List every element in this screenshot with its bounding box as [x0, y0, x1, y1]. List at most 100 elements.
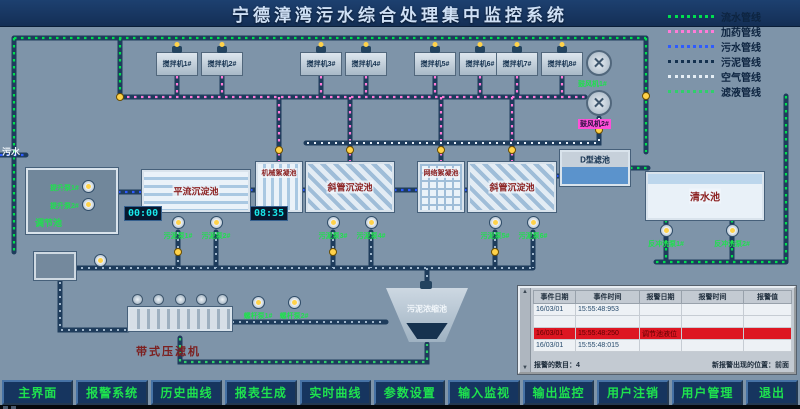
- alarm-table: 事件日期 事件时间 报警日期 报警时间 报警值 16/03/01 15:55:4…: [533, 290, 792, 352]
- mixer-unit-2[interactable]: 搅拌机2#: [201, 46, 243, 76]
- pump-label: 污泥泵1#: [163, 233, 193, 240]
- alarm-cell: 15:55:48:250: [575, 327, 640, 340]
- pump-icon: [93, 254, 107, 267]
- pump-screw-2[interactable]: 螺杆泵2#: [276, 296, 312, 321]
- legend-item: 空气管线: [668, 69, 761, 84]
- alarm-footer: 报警的数目：4 新报警出现的位置：前面: [534, 360, 789, 370]
- mixer-motor-icon: [217, 46, 227, 53]
- mixer-unit-6[interactable]: 搅拌机6#: [459, 46, 501, 76]
- legend-line-swatch: [668, 15, 714, 18]
- tank-grid-flocculation[interactable]: 网络絮凝池: [417, 161, 465, 213]
- alarm-col-header[interactable]: 报警时间: [681, 290, 744, 304]
- btn-output-monitor[interactable]: 输出监控: [522, 380, 595, 405]
- pump-icon: [81, 180, 95, 193]
- alarm-row[interactable]: 16/03/01 15:55:48:015: [533, 339, 792, 352]
- legend-label: 滤液管线: [721, 88, 761, 99]
- timer-display-2: 08:35: [250, 206, 289, 221]
- pump-sludge-3[interactable]: 污泥泵3#: [315, 216, 351, 241]
- pump-backwash-2[interactable]: 反冲洗泵2#: [706, 224, 758, 249]
- btn-main-screen[interactable]: 主界面: [2, 380, 74, 405]
- alarm-row[interactable]: [533, 315, 792, 328]
- alarm-cell: [743, 327, 792, 340]
- alarm-scrollbar[interactable]: ▲ ▼: [520, 288, 531, 372]
- pump-icon: [526, 216, 540, 229]
- pump-label: 污泥泵6#: [518, 233, 548, 240]
- alarm-col-header[interactable]: 事件日期: [533, 290, 576, 304]
- mixer-unit-7[interactable]: 搅拌机7#: [496, 46, 538, 76]
- tank-inclined-tube-sedimentation-2[interactable]: 斜管沉淀池: [467, 161, 557, 213]
- mixer-motor-icon: [430, 46, 440, 53]
- tank-regulating[interactable]: 调节池: [25, 167, 119, 235]
- legend-label: 空气管线: [721, 73, 761, 84]
- mixer-unit-4[interactable]: 搅拌机4#: [345, 46, 387, 76]
- pump-sludge-4[interactable]: 污泥泵4#: [353, 216, 389, 241]
- pump-label: 反冲洗泵2#: [714, 241, 750, 248]
- pump-sludge-5[interactable]: 污泥泵5#: [477, 216, 513, 241]
- btn-alarm-system[interactable]: 报警系统: [76, 380, 148, 405]
- pump-label: 污泥泵2#: [201, 233, 231, 240]
- pump-label: 污泥泵5#: [480, 233, 510, 240]
- mixer-unit-1[interactable]: 搅拌机1#: [156, 46, 198, 76]
- alarm-col-header[interactable]: 事件时间: [575, 290, 640, 304]
- mixer-label: 搅拌机3#: [306, 61, 336, 68]
- btn-parameter-settings[interactable]: 参数设置: [374, 380, 446, 405]
- alarm-cell: [639, 339, 682, 352]
- mixer-motor-icon: [172, 46, 182, 53]
- pump-icon: [209, 216, 223, 229]
- btn-realtime-curves[interactable]: 实时曲线: [299, 380, 372, 405]
- alarm-row-active[interactable]: 16/03/01 15:55:48:250 调节池液位: [533, 327, 792, 340]
- btn-history-curves[interactable]: 历史曲线: [150, 380, 223, 405]
- small-tank[interactable]: [33, 251, 77, 281]
- pump-auxiliary[interactable]: [82, 254, 118, 267]
- pump-sludge-1[interactable]: 污泥泵1#: [160, 216, 196, 241]
- taskbar-icon[interactable]: [3, 405, 8, 409]
- blower-fan-icon-1[interactable]: [586, 50, 612, 76]
- mixer-motor-icon: [557, 46, 567, 53]
- legend-label: 污水管线: [721, 43, 761, 54]
- btn-report-generation[interactable]: 报表生成: [225, 380, 297, 405]
- legend-line-swatch: [668, 75, 714, 78]
- btn-exit[interactable]: 退出: [746, 380, 799, 405]
- pump-lift-1[interactable]: 提升泵1#: [50, 180, 95, 193]
- tank-inclined-tube-sedimentation-1[interactable]: 斜管沉淀池: [305, 161, 395, 213]
- alarm-col-header[interactable]: 报警值: [743, 290, 792, 304]
- thickener-label: 污泥浓缩池: [407, 304, 447, 314]
- taskbar-icon[interactable]: [11, 405, 16, 409]
- tank-label: 机械絮凝池: [260, 168, 298, 178]
- mixer-unit-3[interactable]: 搅拌机3#: [300, 46, 342, 76]
- mixer-unit-8[interactable]: 搅拌机8#: [541, 46, 583, 76]
- mixer-unit-5[interactable]: 搅拌机5#: [414, 46, 456, 76]
- alarm-row[interactable]: 16/03/01 15:55:48:953: [533, 303, 792, 316]
- btn-input-monitor[interactable]: 输入监视: [448, 380, 520, 405]
- tank-d-filter[interactable]: D型滤池: [559, 149, 631, 187]
- alarm-col-header[interactable]: 报警日期: [639, 290, 682, 304]
- pump-lift-2[interactable]: 提升泵2#: [50, 198, 95, 211]
- btn-user-logout[interactable]: 用户注销: [597, 380, 669, 405]
- belt-press-machine[interactable]: [127, 294, 233, 338]
- pump-label: 螺杆泵1#: [243, 313, 273, 320]
- pump-backwash-1[interactable]: 反冲洗泵1#: [640, 224, 692, 249]
- mixer-label: 搅拌机8#: [547, 61, 577, 68]
- alarm-count: 报警的数目：4: [534, 362, 580, 369]
- pump-icon: [488, 216, 502, 229]
- pump-sludge-2[interactable]: 污泥泵2#: [198, 216, 234, 241]
- scroll-up-icon[interactable]: ▲: [522, 289, 528, 295]
- pump-label: 污泥泵4#: [356, 233, 386, 240]
- blower-fan-icon-2[interactable]: [586, 90, 612, 116]
- pump-screw-1[interactable]: 螺杆泵1#: [240, 296, 276, 321]
- alarm-cell: [681, 303, 744, 316]
- mixer-label: 搅拌机2#: [207, 61, 237, 68]
- pump-label: 提升泵2#: [50, 202, 79, 210]
- legend-line-swatch: [668, 45, 714, 48]
- scroll-down-icon[interactable]: ▼: [522, 365, 528, 371]
- pump-sludge-6[interactable]: 污泥泵6#: [515, 216, 551, 241]
- alarm-cell: 15:55:48:015: [575, 339, 640, 352]
- tank-horizontal-sedimentation[interactable]: 平流沉淀池: [141, 169, 251, 213]
- pump-label: 污泥泵3#: [318, 233, 348, 240]
- tank-mechanical-flocculation[interactable]: 机械絮凝池: [255, 161, 303, 213]
- tank-clear-water[interactable]: 清水池: [645, 171, 765, 221]
- alarm-cell: [639, 315, 682, 328]
- btn-user-management[interactable]: 用户管理: [671, 380, 744, 405]
